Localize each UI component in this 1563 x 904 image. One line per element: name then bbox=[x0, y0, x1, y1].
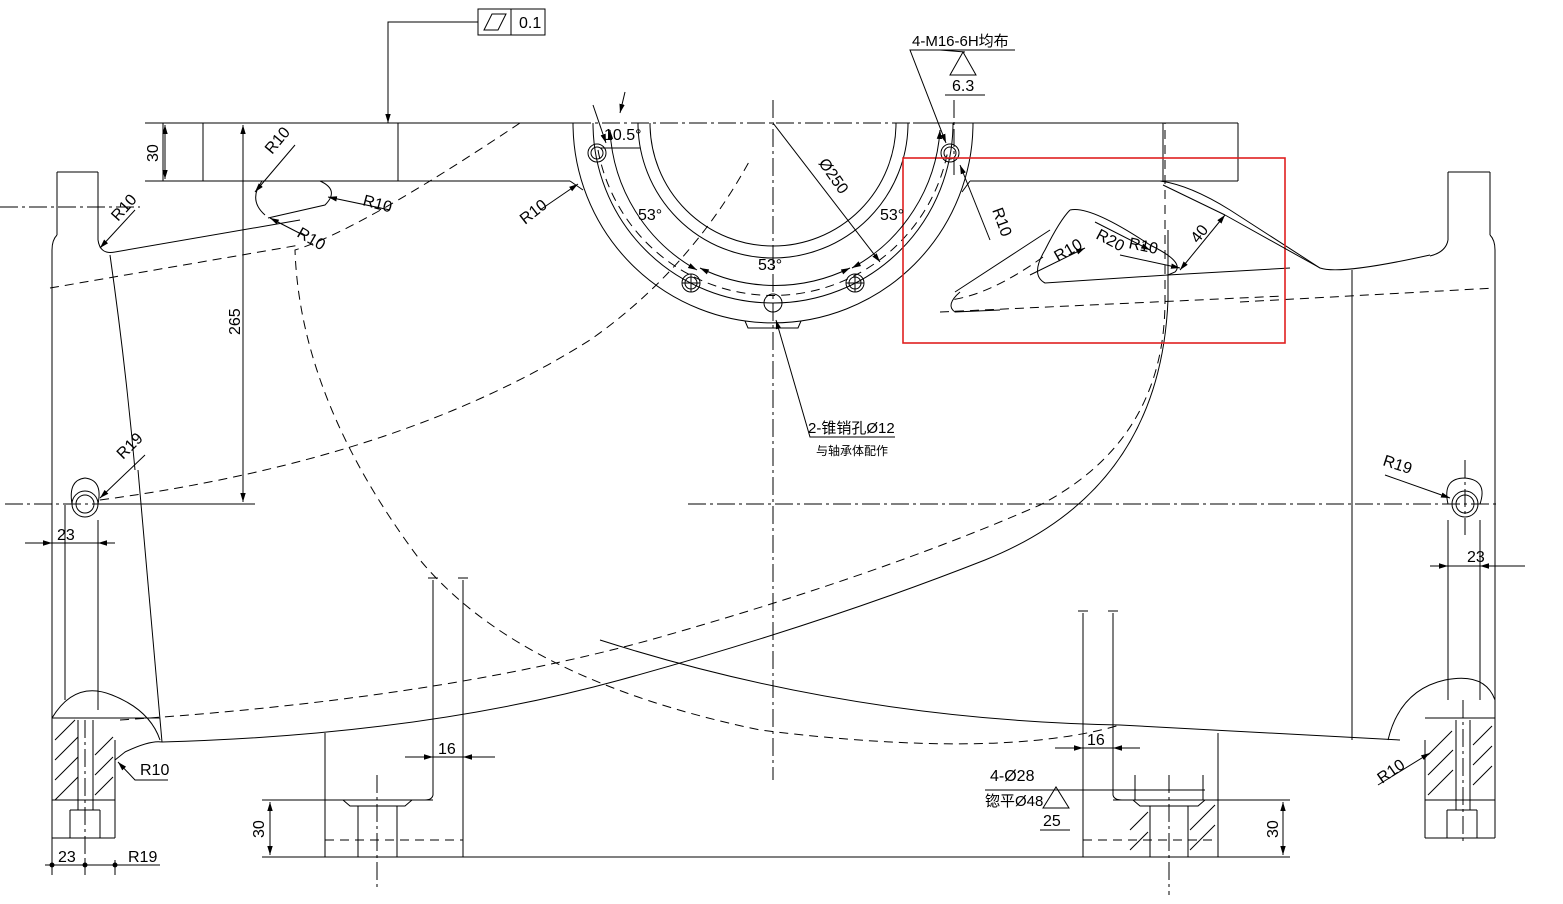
dim-diameter-250: Ø250 bbox=[815, 156, 851, 198]
flatness-icon bbox=[483, 13, 507, 31]
note-pin-hole: 2-锥销孔Ø12 bbox=[808, 420, 895, 437]
roughness-symbols bbox=[945, 50, 1070, 831]
dim-r10-rslot-b: R10 bbox=[1127, 235, 1159, 258]
dim-r10-bore-right: R10 bbox=[988, 206, 1014, 239]
left-post-hatch bbox=[54, 719, 114, 801]
dim-40: 40 bbox=[1188, 222, 1212, 247]
dim-rib-16-right: 16 bbox=[1087, 732, 1105, 749]
dim-r10-bottom-right: R10 bbox=[1375, 756, 1409, 787]
highlight-box bbox=[902, 157, 1286, 344]
note-bolt-holes: 4-Ø28 bbox=[990, 768, 1035, 785]
note-thread: 4-M16-6H均布 bbox=[912, 33, 1009, 50]
roughness-triangle-icon bbox=[949, 50, 977, 76]
dim-angle-53-left: 53° bbox=[638, 207, 662, 224]
gdt-value: 0.1 bbox=[519, 15, 541, 32]
dim-r10-rslot-a: R10 bbox=[1052, 236, 1086, 265]
dim-height-265: 265 bbox=[227, 308, 244, 335]
dim-angle-53-right: 53° bbox=[880, 207, 904, 224]
top-plate bbox=[162, 122, 1239, 182]
center-lines bbox=[0, 100, 1500, 895]
dim-angle-53-mid: 53° bbox=[758, 257, 782, 274]
dim-base-30-right: 30 bbox=[1265, 820, 1282, 838]
dimension-lines bbox=[25, 49, 1525, 875]
dim-r19-right: R19 bbox=[1381, 453, 1414, 478]
dim-base-30-left: 30 bbox=[251, 820, 268, 838]
dim-r10-bore-left: R10 bbox=[517, 197, 551, 229]
dim-rib-16-left: 16 bbox=[438, 741, 456, 758]
right-post-hatch bbox=[1427, 725, 1493, 796]
left-post bbox=[51, 171, 161, 860]
dim-r10-slot-b: R10 bbox=[294, 225, 328, 254]
ribs-and-base bbox=[262, 577, 1290, 858]
note-roughness-bottom: 25 bbox=[1043, 813, 1061, 830]
dim-r19-bottom: R19 bbox=[128, 849, 157, 866]
bearing-bore bbox=[569, 122, 974, 329]
base-hatch bbox=[1129, 804, 1216, 851]
body-outlines bbox=[49, 122, 1496, 761]
dim-r20-rslot: R20 bbox=[1093, 227, 1127, 256]
roughness-triangle-icon bbox=[1042, 786, 1070, 809]
dim-23-right: 23 bbox=[1467, 549, 1485, 566]
right-post bbox=[1387, 171, 1496, 839]
note-pin-hole-sub: 与轴承体配作 bbox=[816, 443, 888, 458]
left-slot bbox=[255, 180, 332, 219]
note-roughness-top: 6.3 bbox=[952, 78, 974, 95]
note-labels: 4-M16-6H均布 6.3 2-锥销孔Ø12 与轴承体配作 4-Ø28 锪平Ø… bbox=[808, 33, 1061, 830]
dim-r10-left-post: R10 bbox=[108, 191, 140, 224]
dim-top-thickness: 30 bbox=[145, 144, 162, 162]
dim-23-left: 23 bbox=[57, 527, 75, 544]
dim-r10-slot-a: R10 bbox=[361, 192, 394, 216]
dimension-labels: 30 265 10.5° Ø250 53° 53° 53° R10 R10 R1… bbox=[57, 124, 1485, 866]
dim-23-bottom: 23 bbox=[58, 849, 76, 866]
gdt-frame: 0.1 bbox=[385, 8, 546, 123]
dim-r10-bottom-left: R10 bbox=[140, 762, 169, 779]
dim-angle-10-5: 10.5° bbox=[604, 127, 642, 144]
note-spotface: 锪平Ø48 bbox=[985, 793, 1043, 810]
